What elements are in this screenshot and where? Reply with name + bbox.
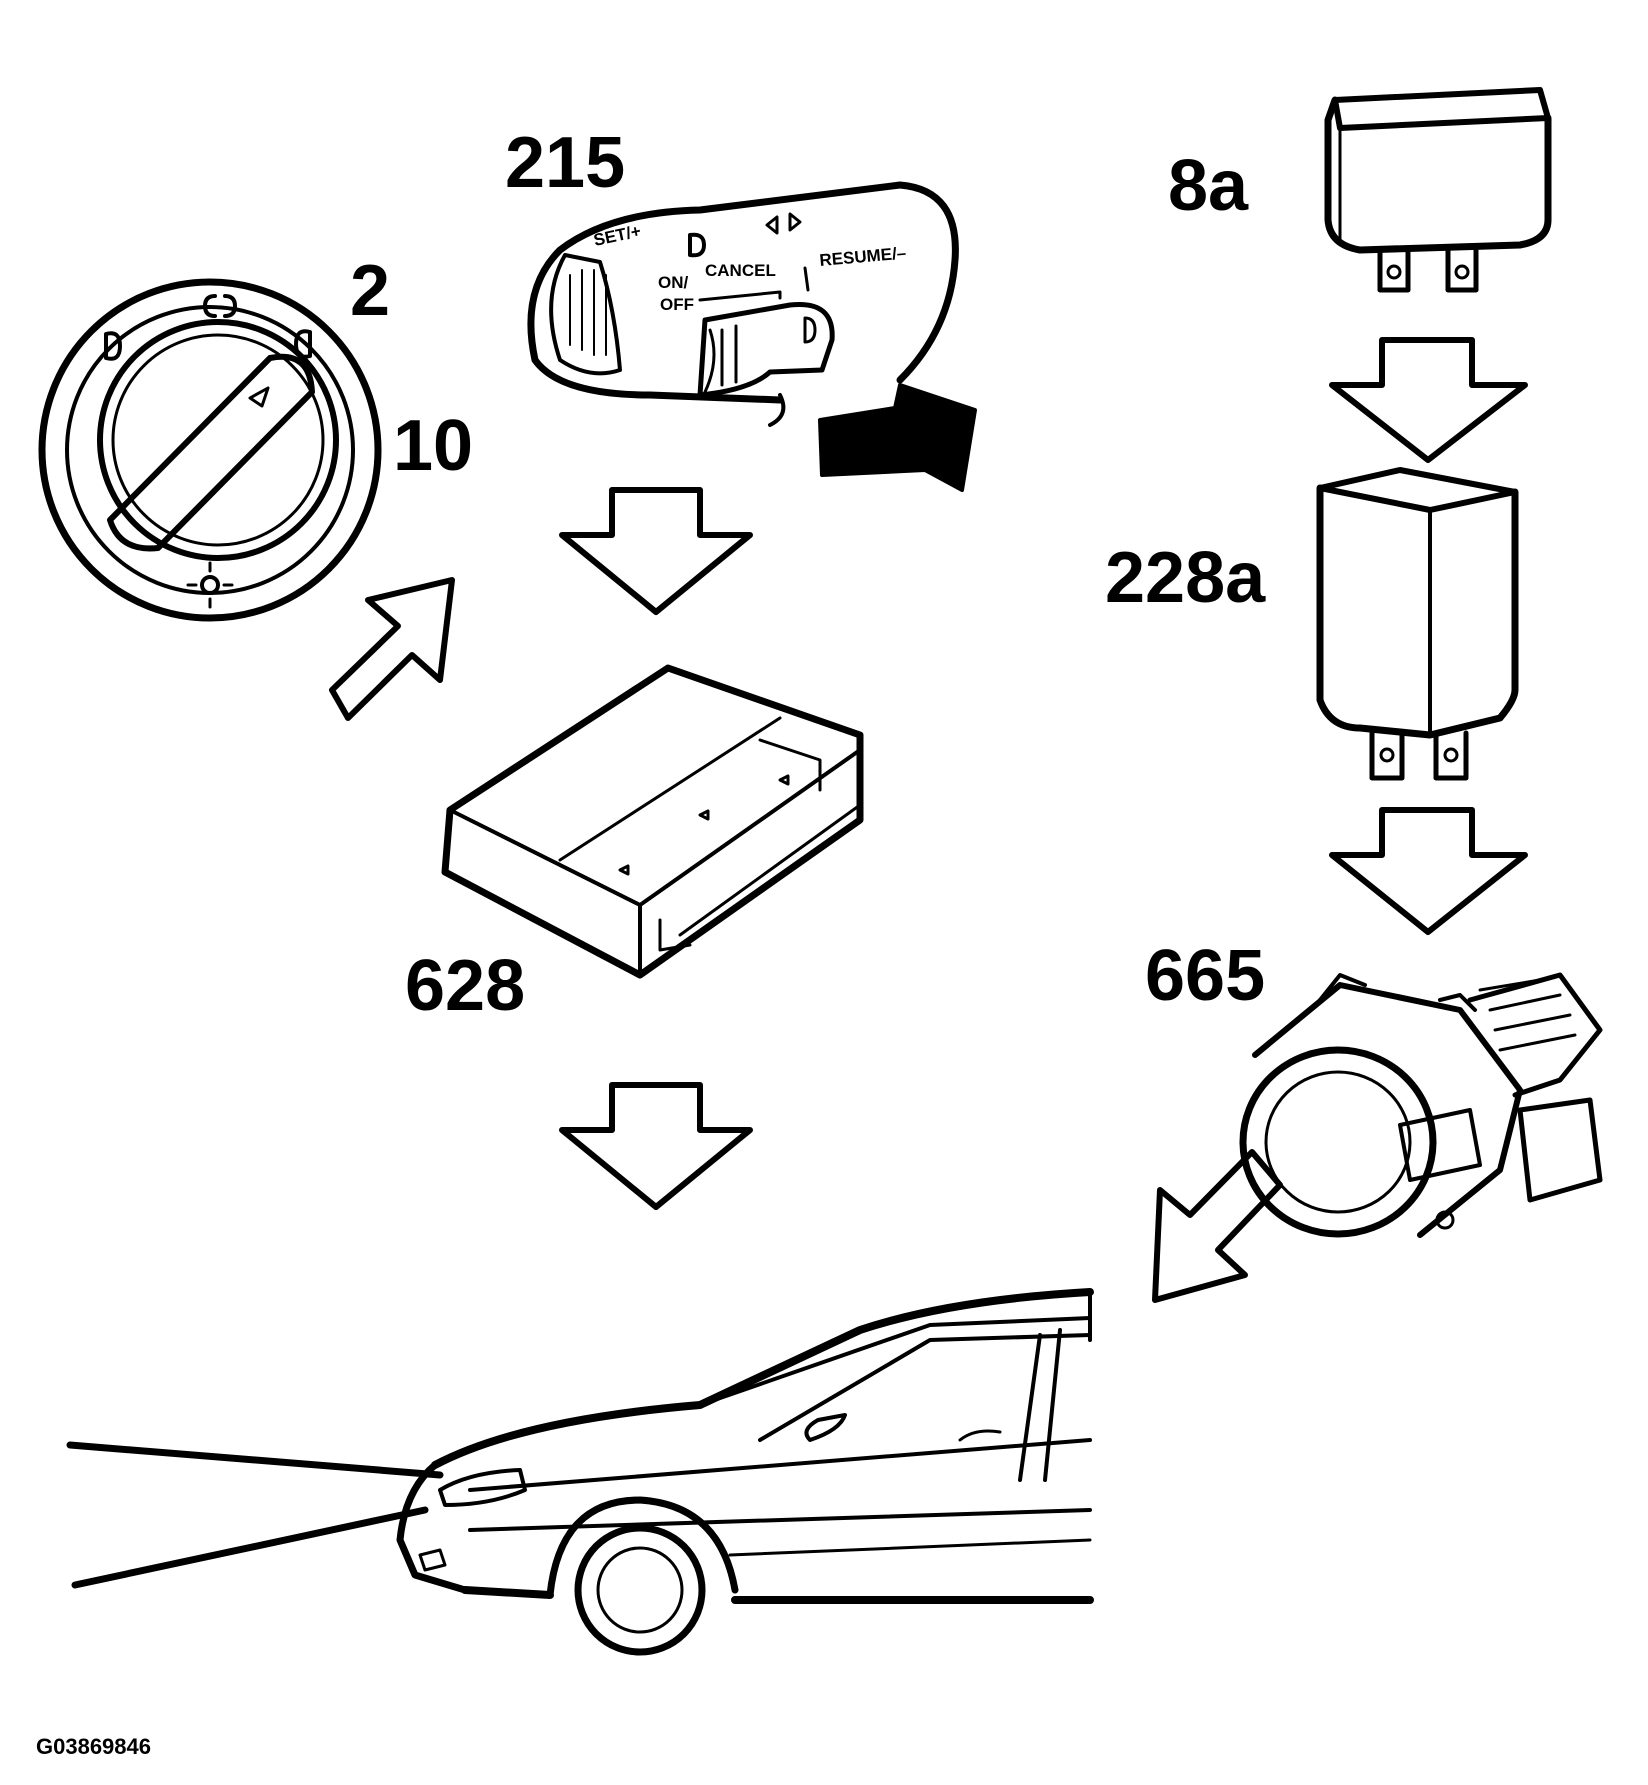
arrow-stalk-to-module	[559, 487, 753, 615]
cruise-control-stalk	[527, 181, 959, 427]
relay-8a	[1324, 87, 1552, 293]
figure-id: G03869846	[36, 1734, 151, 1759]
fog-lamp-assembly	[1239, 972, 1603, 1238]
label-light-switch: 2	[350, 251, 391, 331]
stalk-cancel-label: CANCEL	[705, 261, 776, 280]
stalk-pull-arrow	[818, 383, 977, 492]
label-switch-position: 10	[393, 406, 474, 486]
label-fog-lamp: 665	[1145, 936, 1266, 1016]
stalk-resume-label: RESUME/–	[819, 243, 907, 270]
control-module-box	[441, 664, 864, 979]
label-control-module: 628	[405, 946, 526, 1026]
vehicle-front-view	[66, 1288, 1094, 1656]
relay-228a	[1316, 467, 1519, 781]
arrow-module-to-car	[559, 1082, 753, 1210]
label-relay-228a: 228a	[1105, 538, 1266, 618]
stalk-onoff-label-2: OFF	[660, 295, 694, 314]
arrow-switch-to-module	[329, 577, 455, 721]
arrow-foglamp-to-car	[1152, 1149, 1283, 1303]
label-relay-8a: 8a	[1168, 146, 1249, 226]
stalk-onoff-label-1: ON/	[658, 273, 689, 292]
light-switch-knob	[38, 278, 382, 622]
arrow-relay8a-to-relay228a	[1329, 337, 1528, 463]
arrow-relay228a-to-foglamp	[1329, 807, 1528, 935]
label-stalk: 215	[505, 123, 626, 203]
